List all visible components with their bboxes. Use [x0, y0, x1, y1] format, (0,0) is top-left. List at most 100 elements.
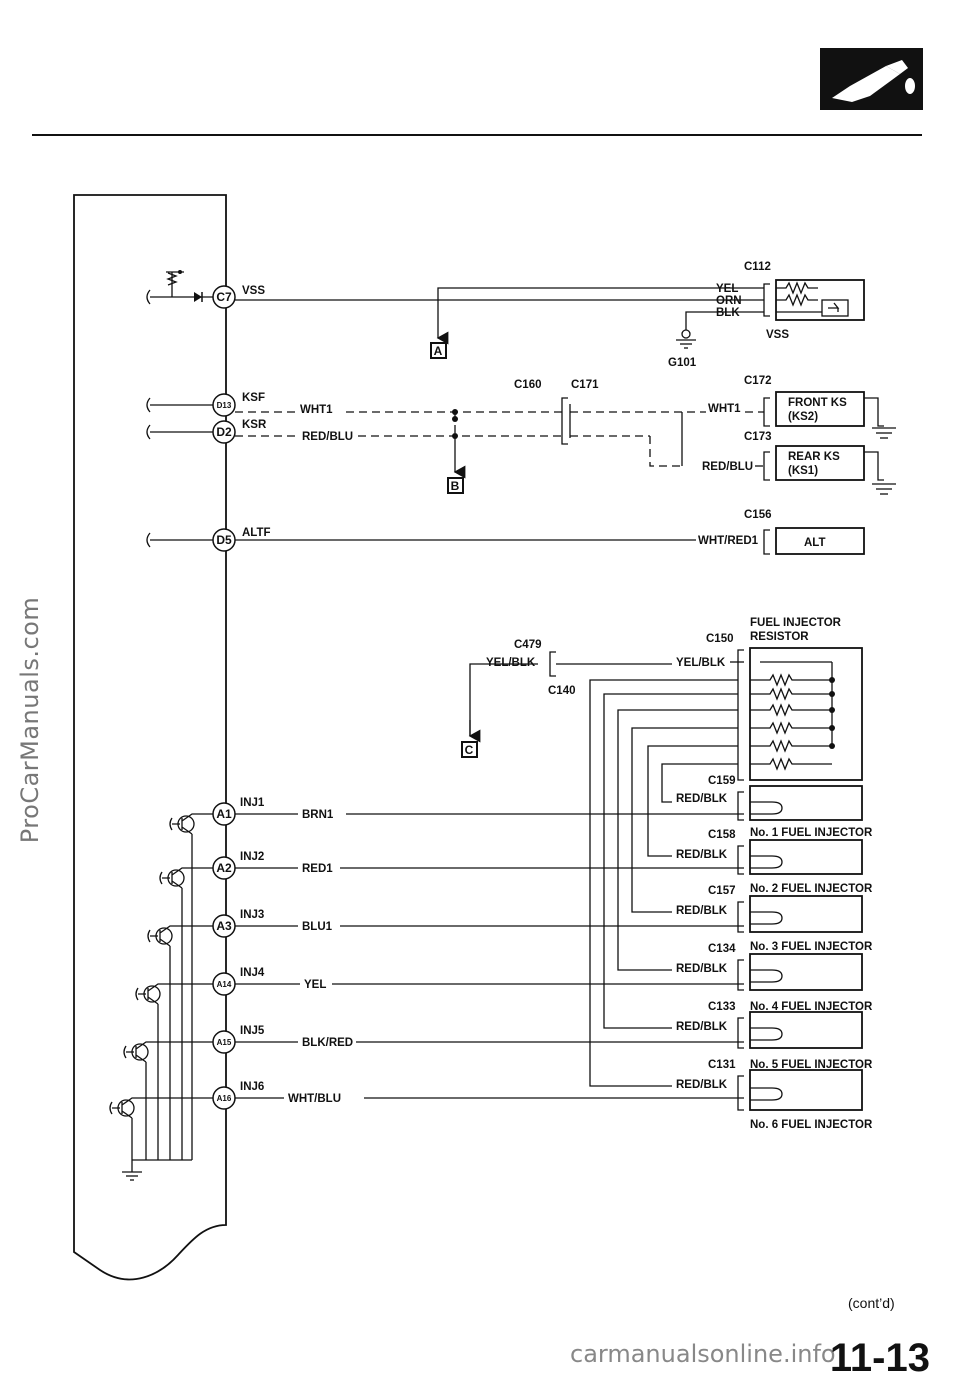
ecm-pin-d13-label: D13: [217, 401, 232, 410]
fuel-nozzle-icon: [820, 48, 923, 110]
connector-c134-bracket: [737, 959, 744, 991]
connector-c156-bracket: [763, 529, 770, 555]
injector-1-box: [749, 785, 863, 821]
ecm-outline: [73, 194, 227, 1281]
connector-c159: C159: [708, 775, 736, 787]
connector-c134: C134: [708, 943, 736, 955]
ecm-pin-d5-label: D5: [216, 533, 232, 547]
footer-url[interactable]: carmanualsonline.info: [570, 1340, 836, 1368]
ecm-pin-a3-label: A3: [216, 919, 232, 933]
wire-blk-red-label: BLK/RED: [302, 1037, 353, 1049]
wire-red-blk-label-1: RED/BLK: [676, 793, 728, 805]
resistor-label-line1: FUEL INJECTOR: [750, 617, 842, 629]
connector-c133-bracket: [737, 1017, 744, 1049]
injector-4-label: No. 4 FUEL INJECTOR: [750, 1001, 873, 1013]
signal-ksr: KSR: [242, 419, 267, 431]
connector-c173-bracket: [763, 451, 770, 481]
ecm-pin-a14-label: A14: [217, 980, 232, 989]
connector-c133: C133: [708, 1001, 736, 1013]
wire-blk-label: BLK: [716, 307, 740, 319]
connector-c112: C112: [744, 261, 771, 273]
injector-driver-1: [169, 813, 213, 835]
front-ks-code: (KS2): [788, 411, 818, 423]
wire-yel-label: YEL: [716, 283, 738, 295]
component-vss-label: VSS: [766, 329, 789, 341]
alt-label: ALT: [804, 537, 826, 549]
wire-red-blk-label-6: RED/BLK: [676, 1079, 728, 1091]
wire-yel-blk-label-b: YEL/BLK: [676, 657, 726, 669]
connector-c171: C171: [571, 379, 599, 391]
resistor-label-line2: RESISTOR: [750, 631, 809, 643]
signal-inj4: INJ4: [240, 967, 265, 979]
resistor-box: [749, 647, 863, 781]
injector-5-box: [749, 1011, 863, 1049]
connector-c160: C160: [514, 379, 542, 391]
wire-red-blk-label-4: RED/BLK: [676, 963, 728, 975]
ecm-pin-a2-label: A2: [216, 861, 232, 875]
wire-brn1-label: BRN1: [302, 809, 334, 821]
connector-c172-bracket: [763, 397, 770, 427]
connector-c157: C157: [708, 885, 736, 897]
injector-2-label: No. 2 FUEL INJECTOR: [750, 883, 873, 895]
vss-input-circuit: [146, 270, 213, 305]
wire-ref-a: [437, 287, 712, 300]
front-ks-label: FRONT KS: [788, 397, 847, 409]
ref-c-label: C: [465, 743, 474, 757]
ecm-pin-c7: [212, 285, 236, 309]
connector-c150: C150: [706, 633, 734, 645]
injector-driver-6: [109, 1097, 213, 1119]
ecm-pin-a15-label: A15: [217, 1038, 232, 1047]
injector-driver-5: [123, 1041, 213, 1063]
connector-c158: C158: [708, 829, 736, 841]
wire-wht1-label-b: WHT1: [708, 403, 741, 415]
wire-red-blu-label-a: RED/BLU: [302, 431, 353, 443]
ref-box-a: [430, 342, 447, 359]
ecm-pin-d2: [212, 420, 236, 444]
driver-ground-bus: [122, 834, 193, 1181]
signal-inj5: INJ5: [240, 1025, 265, 1037]
wire-red-blk-label-2: RED/BLK: [676, 849, 728, 861]
injector-5-label: No. 5 FUEL INJECTOR: [750, 1059, 873, 1071]
watermark-text: ProCarManuals.com: [16, 596, 44, 844]
ref-box-c: [461, 741, 478, 758]
wire-red-blk-label-5: RED/BLK: [676, 1021, 728, 1033]
ref-b-label: B: [451, 479, 460, 493]
page-number: 11-13: [829, 1336, 930, 1380]
connector-c479-bracket: [549, 651, 556, 677]
injector-1-label: No. 1 FUEL INJECTOR: [750, 827, 873, 839]
ecm-pin-a16-label: A16: [217, 1094, 232, 1103]
ks-input-circuit: [146, 397, 213, 440]
injector-driver-2: [159, 867, 213, 889]
wire-blu1-label: BLU1: [302, 921, 333, 933]
ecm-pin-a1-label: A1: [216, 807, 232, 821]
signal-ksf: KSF: [242, 392, 265, 404]
wire-red-blu-label-b: RED/BLU: [702, 461, 753, 473]
connector-c156: C156: [744, 509, 772, 521]
front-ks-box: [775, 391, 865, 427]
connector-c131-bracket: [737, 1075, 744, 1111]
wire-red1-label: RED1: [302, 863, 333, 875]
ecm-pin-c7-label: C7: [216, 290, 232, 304]
signal-inj3: INJ3: [240, 909, 264, 921]
rear-ks-label: REAR KS: [788, 451, 840, 463]
wire-orn-label: ORN: [716, 295, 742, 307]
wire-yel-inj4-label: YEL: [304, 979, 326, 991]
signal-altf: ALTF: [242, 527, 271, 539]
signal-inj2: INJ2: [240, 851, 264, 863]
watermark: ProCarManuals.com: [10, 540, 50, 900]
connector-c479: C479: [514, 639, 542, 651]
ref-a-label: A: [434, 344, 443, 358]
wire-blk-vss: [685, 311, 764, 330]
injector-3-box: [749, 895, 863, 933]
injector-6-label: No. 6 FUEL INJECTOR: [750, 1119, 873, 1131]
wire-wht1-label-a: WHT1: [300, 404, 333, 416]
connector-c159-bracket: [737, 791, 744, 821]
wire-wht-blu-label: WHT/BLU: [288, 1093, 341, 1105]
continued-note: (cont’d): [848, 1295, 895, 1311]
alt-box: [775, 527, 865, 555]
rear-ks-code: (KS1): [788, 465, 818, 477]
signal-vss: VSS: [242, 285, 265, 297]
injector-2-box: [749, 839, 863, 875]
injector-driver-3: [147, 925, 213, 947]
